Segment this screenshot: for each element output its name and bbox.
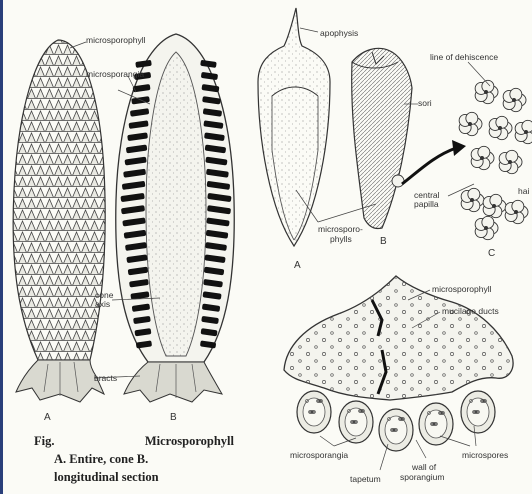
cone-entire-a bbox=[13, 40, 105, 402]
microsporophyll-a bbox=[258, 8, 330, 246]
caption-title: Microsporophyll bbox=[145, 432, 234, 450]
label-apophysis: apophysis bbox=[320, 28, 358, 38]
sori-cluster-c bbox=[459, 80, 532, 239]
label-tapetum: tapetum bbox=[350, 474, 381, 484]
sorus bbox=[505, 200, 528, 223]
label-microsporangia-bottom: microsporangia bbox=[290, 450, 348, 460]
sorus bbox=[461, 188, 484, 211]
microsporangium bbox=[297, 391, 331, 433]
label-hairs: hai bbox=[518, 186, 529, 196]
figure-letter-a: A bbox=[44, 412, 51, 423]
microsporangium bbox=[379, 409, 413, 451]
mid-letter-a: A bbox=[294, 260, 301, 271]
microsporophyll-b bbox=[352, 48, 412, 228]
sorus bbox=[471, 146, 494, 169]
figure-letter-b: B bbox=[170, 412, 177, 423]
label-microsporophylls-2: phylls bbox=[330, 234, 352, 244]
label-mucilage-ducts: mucilage ducts bbox=[442, 306, 499, 316]
caption-line-2: A. Entire, cone B. bbox=[34, 450, 264, 468]
label-bracts: bracts bbox=[94, 373, 117, 383]
label-axis: axis bbox=[95, 299, 110, 309]
sorus bbox=[475, 216, 498, 239]
label-papilla: papilla bbox=[414, 199, 439, 209]
mid-letter-b: B bbox=[380, 236, 387, 247]
label-microsporophyll-bottom: microsporophyll bbox=[432, 284, 492, 294]
microsporangium bbox=[461, 391, 495, 433]
sorus bbox=[475, 80, 498, 103]
label-sori: sori bbox=[418, 98, 432, 108]
label-line-of-dehiscence: line of dehiscence bbox=[430, 52, 498, 62]
microsporophyll-bottom bbox=[284, 276, 513, 451]
label-microsporophyll-top: microsporophyll bbox=[86, 35, 146, 45]
caption-fig: Fig. bbox=[34, 432, 54, 450]
label-microsporangia-top: microsporangia bbox=[86, 69, 144, 79]
arrow-icon bbox=[452, 140, 466, 156]
mid-letter-c: C bbox=[488, 248, 495, 259]
cone-section-b bbox=[116, 34, 234, 402]
microsporangium bbox=[339, 401, 373, 443]
sorus bbox=[459, 112, 482, 135]
label-microsporophylls-1: microsporo- bbox=[318, 224, 363, 234]
label-microspores: microspores bbox=[462, 450, 508, 460]
label-wall-of: wall of bbox=[411, 462, 437, 472]
sorus bbox=[499, 150, 522, 173]
sorus bbox=[489, 116, 512, 139]
sorus bbox=[483, 194, 506, 217]
label-sporangium: sporangium bbox=[400, 472, 444, 482]
sorus bbox=[503, 88, 526, 111]
figure-caption: Fig. Microsporophyll A. Entire, cone B. … bbox=[34, 432, 264, 486]
caption-line-3: longitudinal section bbox=[34, 468, 264, 486]
sorus bbox=[515, 120, 532, 143]
